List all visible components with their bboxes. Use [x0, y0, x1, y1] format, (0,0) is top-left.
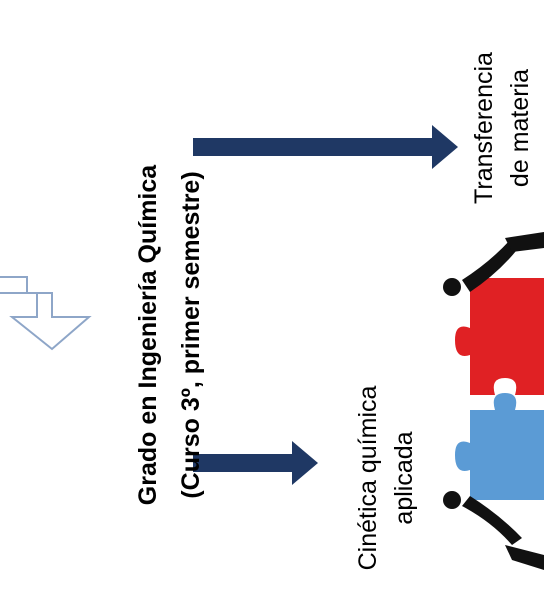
degree-title-line1: Grado en Ingeniería Química — [134, 164, 162, 506]
arrow-to-cinetica — [193, 441, 318, 485]
course-transferencia-label: Transferencia de materia — [466, 28, 538, 228]
course-cinetica-label: Cinética química aplicada — [350, 363, 422, 593]
degree-title: Grado en Ingeniería Química (Curso 3º, p… — [127, 105, 213, 565]
arrow-to-transferencia — [193, 125, 458, 169]
puzzle-red-piece — [455, 278, 544, 395]
person-figure-top — [443, 232, 544, 296]
course-transferencia-line1: Transferencia — [470, 52, 498, 204]
course-cinetica-line2: aplicada — [390, 431, 418, 525]
puzzle-blue-piece — [455, 393, 544, 500]
course-transferencia-line2: de materia — [506, 68, 534, 188]
outline-arrow-icon — [0, 276, 92, 351]
course-cinetica-line1: Cinética química — [354, 385, 382, 571]
person-figure-bottom — [443, 491, 544, 570]
degree-title-line2: (Curso 3º, primer semestre) — [177, 171, 205, 499]
